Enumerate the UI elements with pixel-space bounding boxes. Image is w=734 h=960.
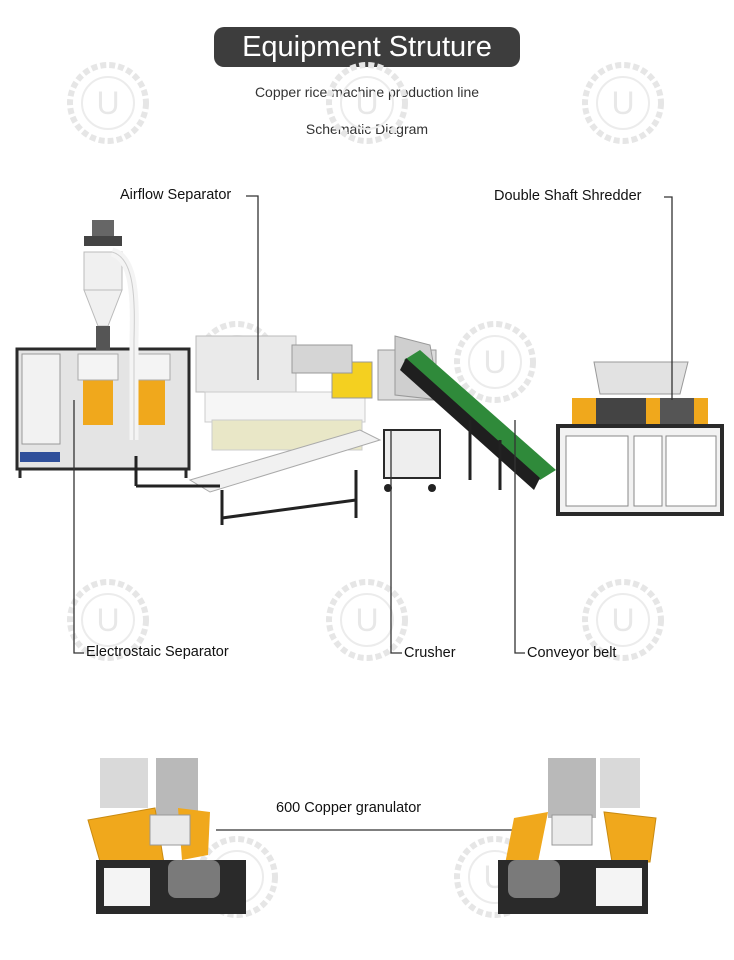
label-crusher: Crusher bbox=[404, 645, 456, 661]
label-electrostatic-separator: Electrostaic Separator bbox=[86, 644, 229, 660]
label-airflow-separator: Airflow Separator bbox=[120, 187, 231, 203]
label-double-shaft-shredder: Double Shaft Shredder bbox=[494, 188, 642, 204]
label-copper-granulator: 600 Copper granulator bbox=[276, 800, 421, 816]
label-conveyor-belt: Conveyor belt bbox=[527, 645, 616, 661]
granulator-left bbox=[88, 758, 246, 914]
granulator-right bbox=[498, 758, 656, 914]
